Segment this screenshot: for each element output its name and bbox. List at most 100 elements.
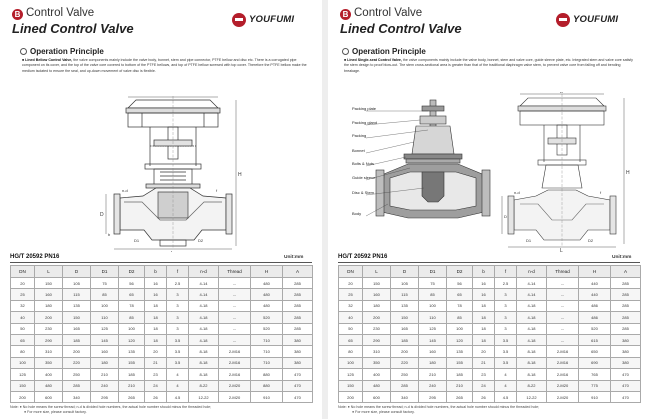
table-cell: -- (218, 276, 251, 290)
callout-bonnet: Bonnet (352, 148, 366, 153)
table-cell: 285 (282, 299, 313, 313)
table-cell: 400 (362, 368, 391, 381)
table-cell: 4-14 (516, 288, 547, 301)
gear-icon (20, 48, 27, 55)
single-seat-cutaway-diagram: Packing plate Packing gland Packing Bonn… (352, 99, 491, 219)
table-cell: 135 (390, 299, 419, 313)
table-cell: 25 (338, 288, 363, 301)
table-cell: 26 (144, 390, 167, 404)
table-cell: 85 (90, 288, 119, 301)
table-cell: 4-18 (188, 322, 219, 335)
table-title: HG/T 20592 PN16 (10, 254, 60, 260)
table-cell: -- (546, 288, 579, 301)
table-cell: 285 (390, 379, 419, 392)
table-cell: 100 (10, 356, 35, 370)
column-header: D1 (90, 265, 119, 278)
table-cell: 78 (118, 299, 145, 313)
dim-nd: n-d (122, 188, 128, 193)
series-badge: B (12, 9, 23, 20)
table-cell: 4-18 (516, 333, 547, 347)
table-cell: 125 (90, 322, 119, 335)
table-cell: 32 (338, 299, 363, 313)
table-cell: 2.5 (494, 276, 517, 290)
table-cell: 710 (250, 356, 283, 370)
table-cell: 400 (34, 368, 63, 381)
table-cell: 2.5 (166, 276, 189, 290)
table-cell: 185 (62, 333, 91, 347)
dim-l: L (560, 248, 563, 252)
table-cell: 350 (34, 356, 63, 370)
callout-body: Body (352, 211, 361, 216)
table-cell: 200 (62, 345, 91, 358)
table-cell: 25 (10, 288, 35, 301)
table-cell: 160 (362, 288, 391, 301)
desc-body: the valve components mainly include the … (344, 58, 633, 73)
table-cell: 3 (494, 299, 517, 313)
table-cell: 56 (446, 276, 473, 290)
table-cell: 3.5 (494, 333, 517, 347)
table-cell: 200 (362, 311, 391, 324)
table-cell: 470 (282, 390, 313, 404)
column-header: b (144, 265, 167, 278)
table-cell: 80 (10, 345, 35, 358)
table-cell: 20 (144, 345, 167, 358)
table-cell: -- (218, 322, 251, 335)
table-cell: 710 (250, 345, 283, 358)
table-cell: 2-M16 (218, 356, 251, 370)
table-cell: 615 (578, 333, 611, 347)
column-header: Thread (546, 265, 579, 278)
table-cell: 80 (338, 345, 363, 358)
table-cell: 480 (362, 379, 391, 392)
note-line-1: No hole means the screw thread; n-d is d… (350, 405, 540, 409)
table-cell: 85 (446, 311, 473, 324)
table-cell: 480 (250, 276, 283, 290)
table-cell: 285 (610, 288, 641, 301)
table-cell: 110 (90, 311, 119, 324)
table-cell: 4-14 (188, 288, 219, 301)
table-cell: 340 (62, 390, 91, 404)
table-cell: 8-18 (188, 345, 219, 358)
column-header: f (166, 265, 189, 278)
gear-icon (342, 48, 349, 55)
table-cell: 75 (90, 276, 119, 290)
table-cell: 380 (282, 345, 313, 358)
column-header: f (494, 265, 517, 278)
brand-logo: YOUFUMI (556, 13, 636, 27)
table-cell: 110 (418, 311, 447, 324)
table-cell: 2-M20 (546, 390, 579, 404)
table-cell: 310 (34, 345, 63, 358)
table-cell: 16 (472, 288, 495, 301)
table-cell: 4-18 (516, 322, 547, 335)
dim-a: A (560, 92, 563, 94)
callout-disc-stem: Disc & Stem (352, 190, 375, 195)
column-header: A (610, 265, 641, 278)
table-cell: 470 (610, 379, 641, 392)
brand-logo: YOUFUMI (232, 13, 312, 27)
table-cell: 880 (250, 368, 283, 381)
table-cell: 150 (34, 276, 63, 290)
page-title: Lined Control Valve (12, 21, 134, 36)
section-description: ■ Lined Bellow Control Valve, the valve … (22, 58, 307, 73)
table-cell: 265 (446, 390, 473, 404)
table-cell: 120 (446, 333, 473, 347)
table-cell: 50 (10, 322, 35, 335)
note-line-2: For more size, please consult factory. (27, 409, 87, 414)
table-cell: 78 (446, 299, 473, 313)
table-cell: 8-22 (516, 379, 547, 392)
table-cell: 910 (578, 390, 611, 404)
table-cell: 185 (390, 333, 419, 347)
table-cell: 100 (90, 299, 119, 313)
table-cell: 220 (390, 356, 419, 370)
table-cell: 470 (610, 390, 641, 404)
table-cell: 50 (338, 322, 363, 335)
table-cell: 18 (144, 311, 167, 324)
table-cell: 350 (362, 356, 391, 370)
table-cell: 340 (390, 390, 419, 404)
table-cell: 2-M20 (218, 390, 251, 404)
